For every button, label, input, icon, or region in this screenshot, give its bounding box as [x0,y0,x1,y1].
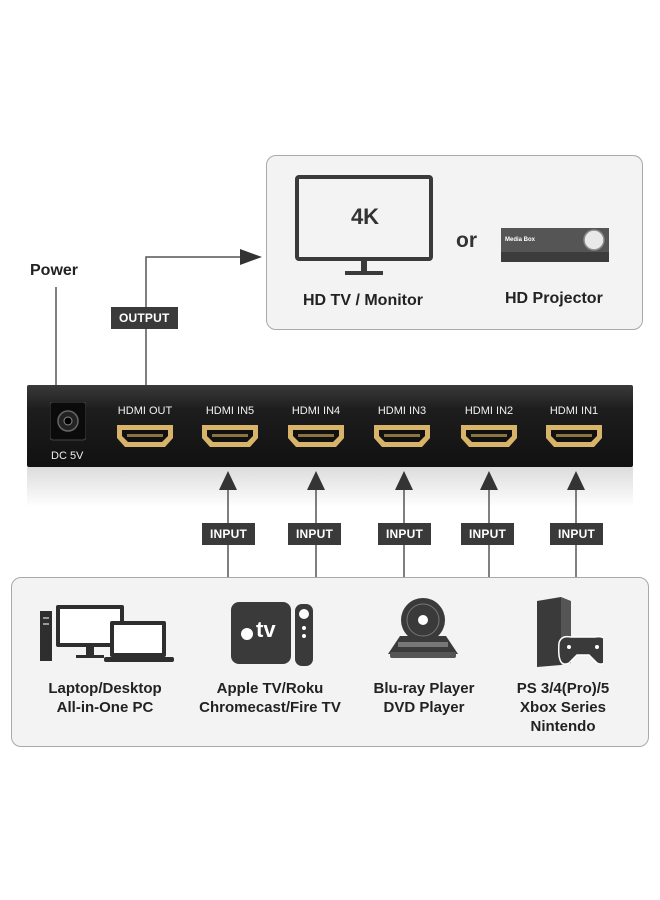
source-caption-line1: Blu-ray Player [373,680,475,697]
source-caption-line3: Nintendo [530,718,596,735]
port-label-hdmi-in3: HDMI IN3 [377,405,427,417]
port-label-hdmi-in4: HDMI IN4 [291,405,341,417]
hdmi-port-hdmi-in5 [202,425,258,447]
projector-badge: Media Box [505,237,536,243]
port-label-hdmi-in1: HDMI IN1 [549,405,599,417]
output-tag: OUTPUT [111,307,178,329]
input-tag-in5: INPUT [202,523,255,545]
device-reflection [27,467,633,507]
source-caption-line1: Laptop/Desktop [48,680,162,697]
laptop-desktop-icon [40,605,174,662]
tv-monitor-icon [295,175,433,275]
apple-tv-text: tv [256,617,276,642]
input-tag-in3: INPUT [378,523,431,545]
input-tag-in1: INPUT [550,523,603,545]
source-caption-line2: Chromecast/Fire TV [199,699,341,716]
source-caption-line2: Xbox Series [520,699,606,716]
power-label: Power [30,262,79,279]
input-tag-in2: INPUT [461,523,514,545]
output-arrow-head [240,249,262,265]
hdmi-port-hdmi-in3 [374,425,430,447]
source-caption-line1: PS 3/4(Pro)/5 [516,680,610,697]
hdmi-port-hdmi-in1 [546,425,602,447]
tv-label: HD TV / Monitor [303,292,423,309]
dc-label: DC 5V [51,450,84,462]
bluray-player-icon [388,598,458,658]
source-caption-line1: Apple TV/Roku [216,680,324,697]
game-console-icon [537,597,603,667]
projector-label: HD Projector [505,290,603,307]
input-tag-in4: INPUT [288,523,341,545]
port-label-hdmi-in2: HDMI IN2 [464,405,514,417]
projector-icon [501,228,609,262]
source-caption-line2: All-in-One PC [56,699,154,716]
port-label-hdmi-in5: HDMI IN5 [205,405,255,417]
port-label-hdmi-out: HDMI OUT [117,405,173,417]
tv-badge: 4K [350,204,380,229]
source-caption-line2: DVD Player [383,699,465,716]
hdmi-port-hdmi-in2 [461,425,517,447]
or-text: or [456,229,477,252]
hdmi-port-hdmi-in4 [288,425,344,447]
dc-power-port [50,402,86,441]
hdmi-port-hdmi-out [117,425,173,447]
apple-tv-icon [231,602,313,666]
